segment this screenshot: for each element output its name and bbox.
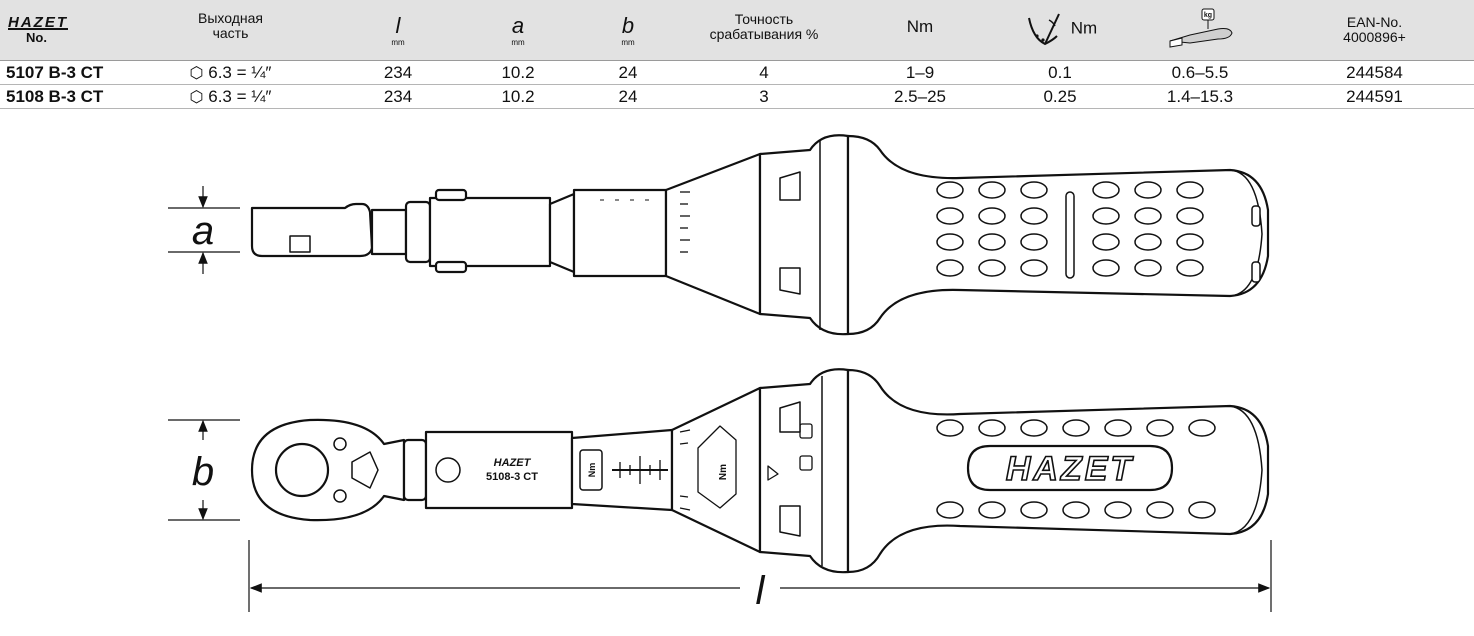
wrench-top-view xyxy=(250,134,1270,336)
header-ean: EAN-No. 4000896+ xyxy=(1275,0,1474,61)
hex-icon: ⬡ xyxy=(189,64,204,82)
header-no-label: No. xyxy=(26,30,47,45)
cell-range: 2.5–25 xyxy=(894,86,946,106)
brand-logo: HAZET xyxy=(8,14,68,31)
dimension-l-label: l xyxy=(756,569,766,613)
cell-increment: 0.25 xyxy=(1043,86,1077,106)
dim-b-letter: b xyxy=(621,12,635,38)
cell-no: 5108 B-3 CT xyxy=(6,86,104,106)
header-accuracy-line2: срабатывания % xyxy=(709,26,819,42)
cell-kg-range: 0.6–5.5 xyxy=(1171,62,1229,82)
header-drive: Выходная часть xyxy=(128,0,333,61)
kg-torque-icon: kg xyxy=(1169,8,1233,48)
table-row: 5108 B-3 CT ⬡ 6.3 = ¼″ 234 10.2 24 3 2.5… xyxy=(0,85,1474,109)
cell-l: 234 xyxy=(383,86,413,106)
increment-icon xyxy=(1027,13,1060,46)
header-dim-l: l mm xyxy=(333,0,463,61)
cell-ean: 244591 xyxy=(1346,86,1403,106)
cell-range: 1–9 xyxy=(905,62,935,82)
header-accuracy-line1: Точность xyxy=(734,11,794,27)
dimension-a xyxy=(168,186,240,274)
header-increment: Nm xyxy=(995,0,1125,61)
header-nm: Nm xyxy=(845,0,995,61)
cell-no: 5107 B-3 CT xyxy=(6,62,104,82)
dimension-b-label: b xyxy=(192,450,214,494)
cell-increment: 0.1 xyxy=(1048,62,1072,82)
header-ean-line2: 4000896+ xyxy=(1343,29,1406,45)
header-no: HAZET No. xyxy=(0,0,128,61)
header-ean-line1: EAN-No. xyxy=(1346,14,1403,30)
spec-table: HAZET No. Выходная часть l mm a mm b mm … xyxy=(0,0,1474,109)
cell-b: 24 xyxy=(618,62,638,82)
cell-drive: ⬡ 6.3 = ¼″ xyxy=(128,85,333,109)
header-drive-line2: часть xyxy=(212,25,249,41)
cone-nm-text: Nm xyxy=(718,464,729,480)
wrench-bottom-view xyxy=(250,368,1270,574)
cell-drive: ⬡ 6.3 = ¼″ xyxy=(128,61,333,85)
kg-badge: kg xyxy=(1204,12,1212,19)
wrench-drawing: a xyxy=(168,134,1272,613)
header-nm-label: Nm xyxy=(906,17,934,36)
header-drive-line1: Выходная xyxy=(198,10,263,26)
hex-icon: ⬡ xyxy=(189,88,204,106)
dimension-l xyxy=(248,540,1272,612)
side-model-text: 5108-3 CT xyxy=(486,471,538,483)
table-header-row: HAZET No. Выходная часть l mm a mm b mm … xyxy=(0,0,1474,61)
cell-ean: 244584 xyxy=(1346,62,1403,82)
cell-b: 24 xyxy=(618,86,638,106)
cell-kg-range: 1.4–15.3 xyxy=(1166,86,1234,106)
cell-accuracy: 3 xyxy=(759,86,769,106)
cell-a: 10.2 xyxy=(501,86,535,106)
cell-accuracy: 4 xyxy=(759,62,769,82)
dimension-a-label: a xyxy=(192,209,214,253)
dim-b-unit: mm xyxy=(621,37,635,47)
table-row: 5107 B-3 CT ⬡ 6.3 = ¼″ 234 10.2 24 4 1–9… xyxy=(0,61,1474,85)
dimension-b xyxy=(168,419,240,521)
cell-a: 10.2 xyxy=(501,62,535,82)
dim-a-letter: a xyxy=(511,12,525,38)
header-accuracy: Точность срабатывания % xyxy=(683,0,845,61)
header-dim-a: a mm xyxy=(463,0,573,61)
header-kg: kg xyxy=(1125,0,1275,61)
cell-drive-value: 6.3 = ¼″ xyxy=(208,62,272,82)
dim-a-unit: mm xyxy=(511,37,525,47)
grip-logo: HAZET xyxy=(1006,450,1135,488)
header-increment-unit: Nm xyxy=(1070,18,1098,38)
dim-l-letter: l xyxy=(395,12,401,38)
dim-l-unit: mm xyxy=(391,37,405,47)
cell-l: 234 xyxy=(383,62,413,82)
side-nm-text: Nm xyxy=(587,463,597,478)
cell-drive-value: 6.3 = ¼″ xyxy=(208,86,272,106)
side-brand-text: HAZET xyxy=(494,457,532,469)
header-dim-b: b mm xyxy=(573,0,683,61)
